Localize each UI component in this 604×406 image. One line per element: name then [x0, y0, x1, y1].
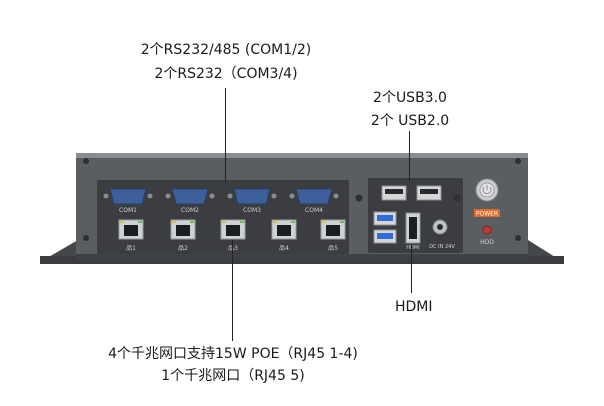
screw-icon — [83, 235, 89, 241]
lan-port — [170, 219, 196, 240]
lan-port — [320, 219, 346, 240]
com-leader-line — [225, 88, 226, 183]
lan-port — [271, 219, 297, 240]
com-port — [227, 188, 277, 205]
chassis-bottom-shadow — [76, 254, 528, 259]
hdmi-port — [405, 212, 421, 244]
com-port — [165, 188, 215, 205]
screw-icon — [355, 194, 363, 202]
lan-port-label: 品4 — [279, 245, 289, 252]
lan-port-label: 品2 — [178, 245, 188, 252]
usb-leader-line — [409, 131, 410, 181]
lan-annotation-line2: 1个千兆网口（RJ45 5) — [161, 368, 305, 384]
lan-leader-line — [232, 240, 233, 341]
com-annotation-line2: 2个RS232（COM3/4) — [154, 66, 298, 82]
usb-annotation: 2个USB3.0 2个 USB2.0 — [346, 88, 474, 131]
screw-icon — [453, 194, 461, 202]
com-port-label: COM4 — [305, 207, 323, 214]
hdmi-annotation: HDMI — [395, 299, 433, 315]
lan-annotation-line1: 4个千兆网口支持15W POE（RJ45 1-4) — [108, 346, 358, 362]
usb3-port — [373, 229, 397, 244]
screw-icon — [515, 158, 521, 164]
com-port-label: COM1 — [119, 207, 137, 214]
power-button — [475, 178, 499, 202]
chassis-top-highlight — [76, 153, 528, 158]
bracket-base — [40, 256, 564, 264]
lan-port — [220, 219, 246, 240]
hdmi-port-label: HDMI — [406, 245, 419, 251]
lan-annotation: 4个千兆网口支持15W POE（RJ45 1-4) 1个千兆网口（RJ45 5) — [68, 344, 398, 386]
com-annotation-line1: 2个RS232/485 (COM1/2) — [140, 42, 312, 58]
com-port-label: COM3 — [243, 207, 261, 214]
com-port — [289, 188, 339, 205]
hdd-label: HDD — [480, 239, 494, 246]
dc-in-port — [432, 219, 448, 235]
usb-annotation-line1: 2个USB3.0 — [373, 90, 447, 106]
power-label: POWER — [476, 211, 498, 218]
lan-port-label: 品5 — [328, 245, 338, 252]
usb2-port — [381, 185, 407, 201]
com-port-label: COM2 — [181, 207, 199, 214]
com-port — [103, 188, 153, 205]
screw-icon — [515, 235, 521, 241]
lan-port — [118, 219, 144, 240]
screw-icon — [83, 158, 89, 164]
hdmi-leader-line — [411, 245, 412, 293]
hdd-led-icon — [482, 225, 492, 235]
com-annotation: 2个RS232/485 (COM1/2) 2个RS232（COM3/4) — [120, 40, 332, 84]
usb-annotation-line2: 2个 USB2.0 — [370, 113, 450, 129]
lan-port-label: 品1 — [126, 245, 136, 252]
dc-in-label: DC IN 24V — [429, 244, 455, 250]
usb2-port — [416, 185, 442, 201]
com-panel — [97, 180, 349, 215]
usb3-port — [373, 211, 397, 226]
power-label-badge — [474, 209, 500, 217]
lan-port-label: 品3 — [228, 245, 238, 252]
